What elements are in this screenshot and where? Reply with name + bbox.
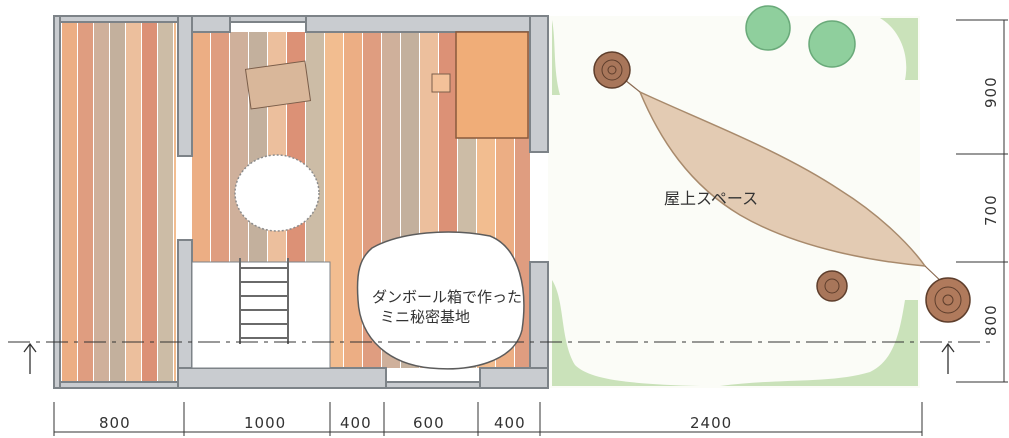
tree-icon	[808, 20, 856, 68]
plank	[126, 22, 141, 382]
section-arrow-icon	[941, 342, 955, 374]
dim-right-0: 900	[982, 76, 1000, 108]
dim-bottom-0: 800	[99, 414, 131, 432]
box	[431, 73, 451, 93]
wood-deck-left	[62, 22, 176, 382]
dimension-line-right	[956, 19, 1008, 383]
cardboard-label-line2: ミニ秘密基地	[380, 308, 470, 326]
stairwell	[191, 261, 331, 369]
dim-right-1: 700	[982, 194, 1000, 226]
plank	[110, 22, 125, 382]
tree-icon	[745, 5, 791, 51]
plank	[62, 22, 77, 382]
dim-bottom-3: 600	[413, 414, 445, 432]
plank	[174, 22, 176, 382]
cushion	[244, 60, 312, 110]
dim-bottom-5: 2400	[690, 414, 732, 432]
dim-bottom-2: 400	[340, 414, 372, 432]
walls	[53, 15, 549, 389]
plank	[344, 32, 362, 368]
plank	[94, 22, 109, 382]
cardboard-label-line1: ダンボール箱で作った	[372, 288, 522, 306]
stump-icon	[593, 51, 631, 89]
dimension-line-bottom	[53, 402, 923, 436]
grass-patches	[552, 18, 918, 386]
stump-icon	[925, 277, 971, 323]
stump-icon	[816, 270, 848, 302]
plank	[78, 22, 93, 382]
dim-bottom-1: 1000	[244, 414, 286, 432]
rug-icon	[234, 154, 320, 232]
dim-bottom-4: 400	[494, 414, 526, 432]
hammock-icon	[638, 90, 927, 267]
section-arrow-icon	[23, 342, 37, 374]
rooftop-label: 屋上スペース	[664, 189, 758, 208]
plank	[158, 22, 173, 382]
cardboard-base	[356, 231, 525, 370]
shelf	[455, 31, 529, 139]
ladder-icon	[239, 258, 289, 344]
dim-right-2: 800	[982, 304, 1000, 336]
plank	[142, 22, 157, 382]
